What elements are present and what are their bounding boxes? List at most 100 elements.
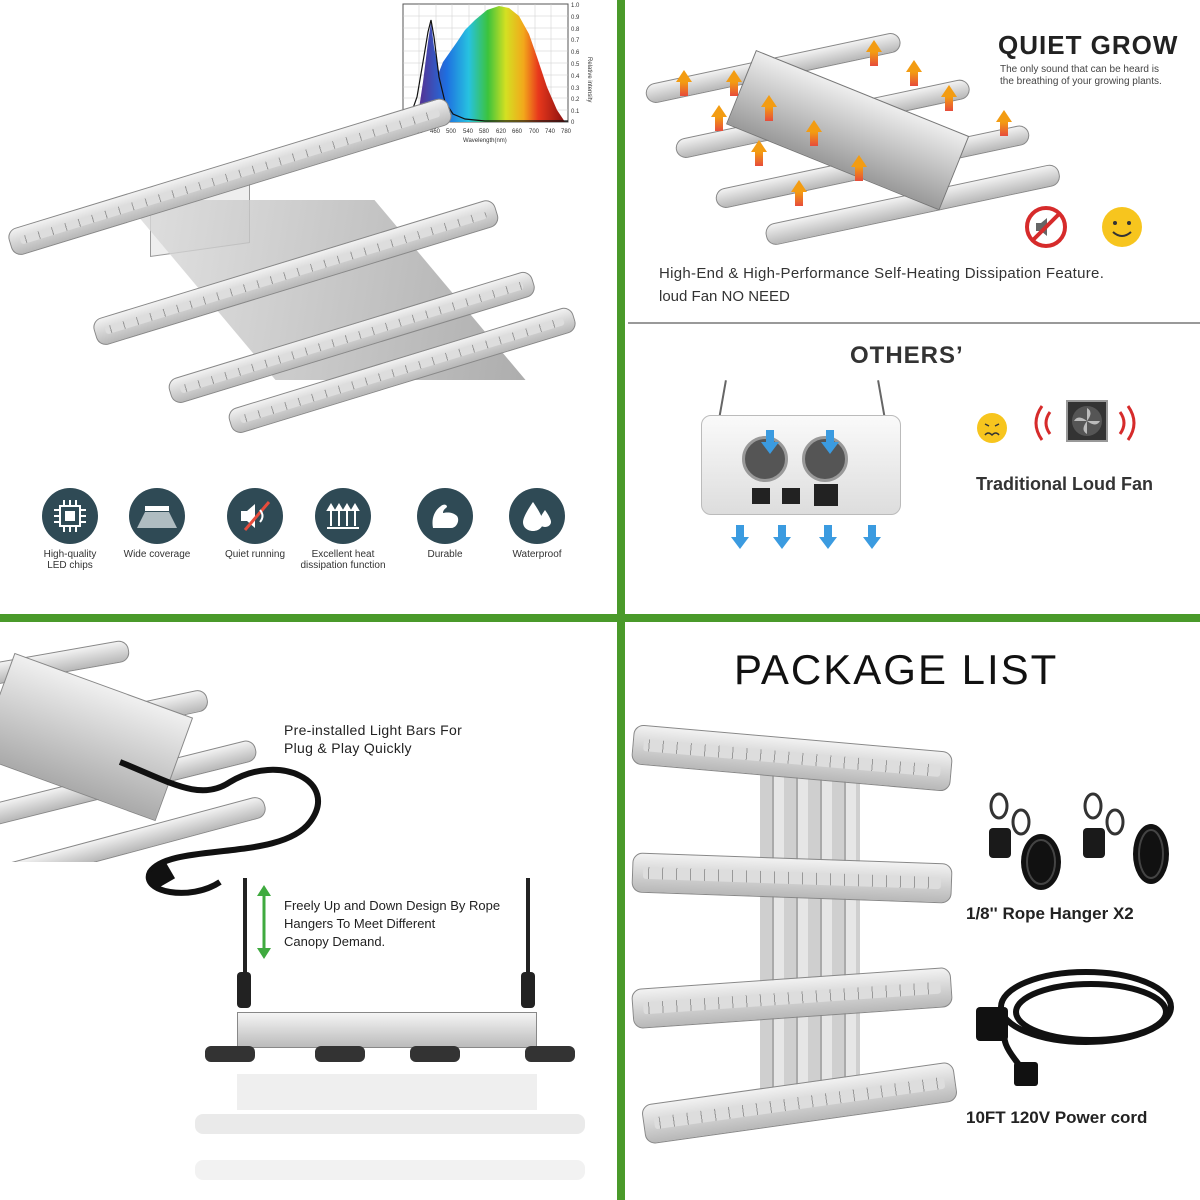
caption-preinstalled-2: Plug & Play Quickly	[284, 740, 412, 756]
airflow-arrow	[821, 430, 839, 454]
rope-hanger-image	[981, 792, 1181, 902]
x-tick: 700	[529, 129, 540, 135]
endcap	[410, 1046, 460, 1062]
vertical-divider-bottom	[617, 620, 625, 1200]
power-cord	[118, 759, 321, 896]
feature-led-chips: High-quality LED chips	[25, 488, 115, 571]
endcap	[315, 1046, 365, 1062]
airflow-arrow	[761, 430, 779, 454]
fixture-reflection	[195, 1074, 585, 1194]
feature-label: Quiet running	[224, 549, 286, 560]
y-tick: 0.9	[571, 15, 580, 21]
feature-heat-dissipation: Excellent heat dissipation function	[298, 488, 388, 571]
up-down-arrow-icon	[256, 884, 272, 960]
quadrant-top-left: 1.0 0.9 0.8 0.7 0.6 0.5 0.4 0.3 0.2 0.1 …	[0, 0, 616, 614]
caption-updown-2: Hangers To Meet Different	[284, 916, 436, 931]
power-cord-image	[966, 952, 1196, 1092]
package-item-rope-hanger: 1/8'' Rope Hanger X2	[966, 904, 1134, 923]
chip-icon	[42, 488, 98, 544]
feature-label: LED chips	[47, 560, 93, 571]
sound-waves-left-icon	[1024, 400, 1054, 446]
traditional-fan-light	[686, 380, 916, 560]
horizontal-divider	[0, 614, 1200, 622]
heat-arrow	[996, 110, 1012, 136]
heat-arrow	[791, 180, 807, 206]
y-tick: 1.0	[571, 3, 580, 9]
package-light-bar-2	[631, 852, 953, 904]
bar-endcaps-row	[195, 1046, 585, 1066]
y-tick: 0.2	[571, 97, 580, 103]
fixture-body	[237, 1012, 537, 1048]
quadrant-top-right: QUIET GROW The only sound that can be he…	[626, 0, 1200, 614]
drop-icon	[509, 488, 565, 544]
x-tick: 740	[545, 129, 556, 135]
heat-arrow	[676, 70, 692, 96]
others-caption: Traditional Loud Fan	[976, 474, 1153, 494]
airflow-arrow	[731, 525, 749, 549]
quiet-grow-subtitle-1: The only sound that can be heard is	[1000, 64, 1159, 75]
feature-label: Wide coverage	[123, 549, 191, 560]
endcap	[205, 1046, 255, 1062]
y-tick: 0.5	[571, 62, 580, 68]
y-tick: 0.3	[571, 86, 580, 92]
y-axis-label: Relative intensity	[586, 57, 592, 102]
y-tick: 0.6	[571, 50, 580, 56]
heat-icon	[315, 488, 371, 544]
sound-waves-right-icon	[1116, 400, 1146, 446]
grow-light-fixture	[0, 96, 600, 450]
heat-arrow	[761, 95, 777, 121]
feature-label: High-quality	[43, 549, 97, 560]
feature-label: Durable	[427, 549, 463, 560]
heat-arrow	[906, 60, 922, 86]
feature-waterproof: Waterproof	[492, 488, 582, 560]
x-tick: 780	[561, 129, 572, 135]
socket	[814, 484, 838, 506]
x-axis-label: Wavelength(nm)	[463, 138, 507, 144]
feature-label: Waterproof	[512, 549, 562, 560]
package-fixture	[630, 718, 962, 1148]
feature-wide-coverage: Wide coverage	[112, 488, 202, 560]
x-tick: 580	[479, 129, 490, 135]
rope-right	[526, 878, 530, 978]
no-sound-icon	[1024, 205, 1068, 249]
vertical-divider-top	[617, 0, 625, 620]
feature-label: dissipation function	[300, 560, 386, 571]
hanger-clip	[521, 972, 535, 1008]
rope-left	[243, 878, 247, 978]
sad-face-icon	[976, 412, 1008, 444]
hanging-fixture	[195, 972, 585, 1072]
y-tick: 0.7	[571, 38, 580, 44]
x-tick: 660	[512, 129, 523, 135]
feature-quiet-running: Quiet running	[210, 488, 300, 560]
airflow-arrow	[819, 525, 837, 549]
package-item-power-cord: 10FT 120V Power cord	[966, 1108, 1148, 1127]
quiet-grow-title: QUIET GROW	[998, 30, 1179, 60]
x-tick: 500	[446, 129, 457, 135]
x-tick: 540	[463, 129, 474, 135]
feature-description-1: High-End & High-Performance Self-Heating…	[659, 265, 1105, 282]
caption-updown-3: Canopy Demand.	[284, 934, 386, 949]
feature-label: Excellent heat	[311, 549, 375, 560]
mute-icon	[227, 488, 283, 544]
fixture-backbone	[760, 768, 860, 1098]
y-tick: 0.1	[571, 109, 580, 115]
loud-fan-icon	[1066, 400, 1108, 442]
airflow-arrow	[773, 525, 791, 549]
airflow-arrow	[863, 525, 881, 549]
socket	[752, 488, 770, 504]
hanger-clip	[237, 972, 251, 1008]
heat-arrow	[941, 85, 957, 111]
y-tick: 0.4	[571, 74, 580, 80]
socket	[782, 488, 800, 504]
heat-arrow	[806, 120, 822, 146]
section-divider-right	[628, 322, 1200, 324]
heat-dissipation-illustration	[636, 30, 1062, 250]
quiet-grow-subtitle-2: the breathing of your growing plants.	[1000, 76, 1162, 87]
heat-arrow	[851, 155, 867, 181]
caption-updown-1: Freely Up and Down Design By Rope	[284, 898, 501, 913]
heat-arrow	[711, 105, 727, 131]
quadrant-bottom-right: PACKAGE LIST 1/8'' Rope Hanger X2	[626, 622, 1200, 1200]
y-tick: 0.8	[571, 27, 580, 33]
endcap	[525, 1046, 575, 1062]
happy-face-icon	[1100, 205, 1144, 249]
